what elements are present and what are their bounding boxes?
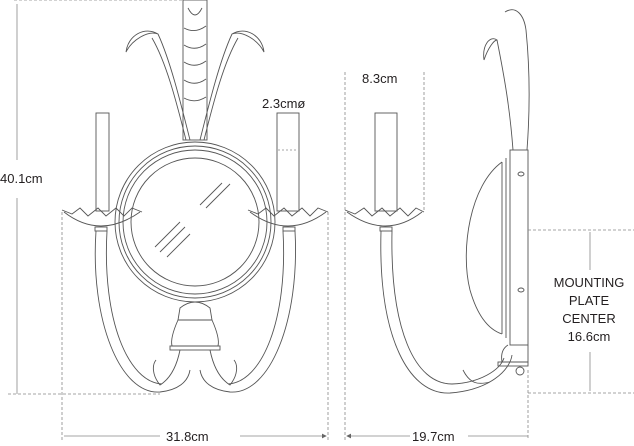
mounting-plate-line2: PLATE	[568, 293, 610, 308]
side-arm	[380, 230, 513, 394]
right-arm	[199, 230, 296, 393]
height-dimension-label: 40.1cm	[0, 171, 43, 186]
width-dimension-label: 31.8cm	[166, 429, 209, 444]
mirror-ring	[114, 141, 276, 303]
side-candle	[374, 112, 398, 212]
side-leaves	[483, 38, 514, 151]
dimension-lines	[8, 0, 634, 440]
dome-cover	[465, 161, 503, 335]
right-bobeche	[247, 207, 329, 232]
left-candle	[95, 112, 110, 212]
top-leaves	[125, 30, 265, 141]
front-view	[61, 0, 329, 393]
candle-projection-label: 8.3cm	[362, 71, 398, 86]
side-view	[344, 9, 530, 394]
mounting-plate-line1: MOUNTING	[553, 275, 625, 290]
side-bobeche	[344, 207, 425, 232]
depth-dimension-label: 19.7cm	[412, 429, 455, 444]
backplate	[509, 149, 529, 346]
mounting-plate-label: MOUNTING PLATE CENTER 16.6cm	[548, 274, 630, 346]
right-candle	[276, 112, 300, 212]
center-stem	[182, 0, 208, 141]
center-finial	[152, 301, 238, 386]
candle-diameter-label: 2.3cmø	[262, 96, 306, 111]
left-bobeche	[61, 207, 143, 232]
mounting-plate-line3: CENTER	[562, 311, 616, 326]
mounting-plate-value: 16.6cm	[567, 329, 611, 344]
left-arm	[94, 230, 191, 393]
